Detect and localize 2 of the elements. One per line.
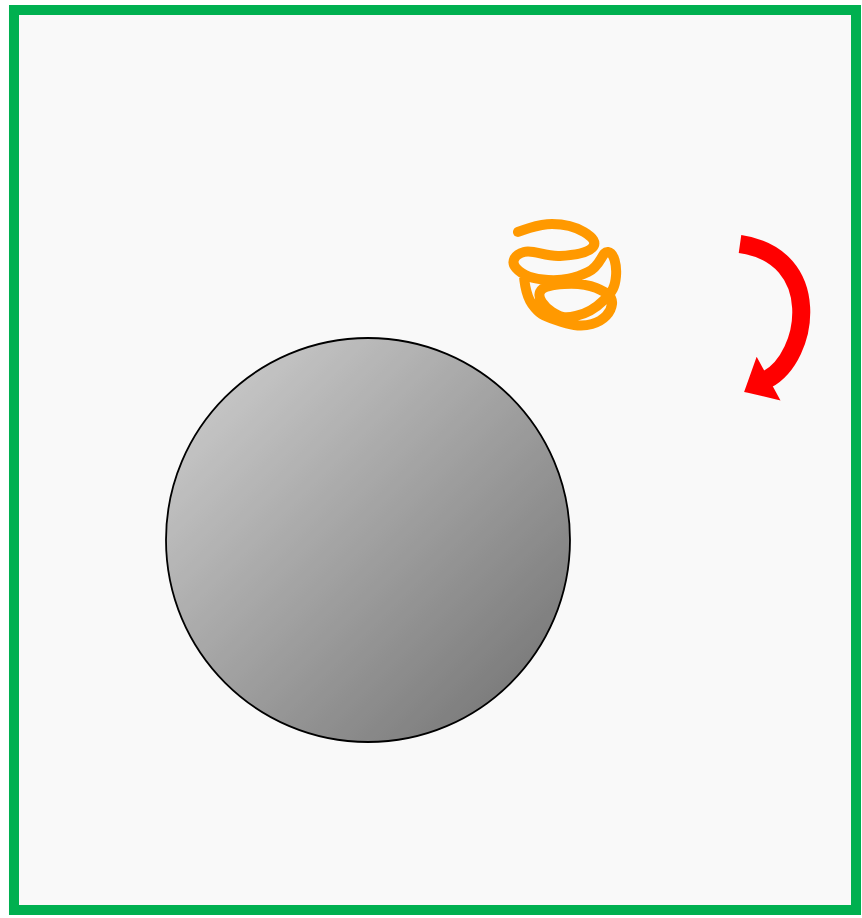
scribble-drawing bbox=[508, 219, 622, 331]
sphere bbox=[165, 337, 571, 743]
